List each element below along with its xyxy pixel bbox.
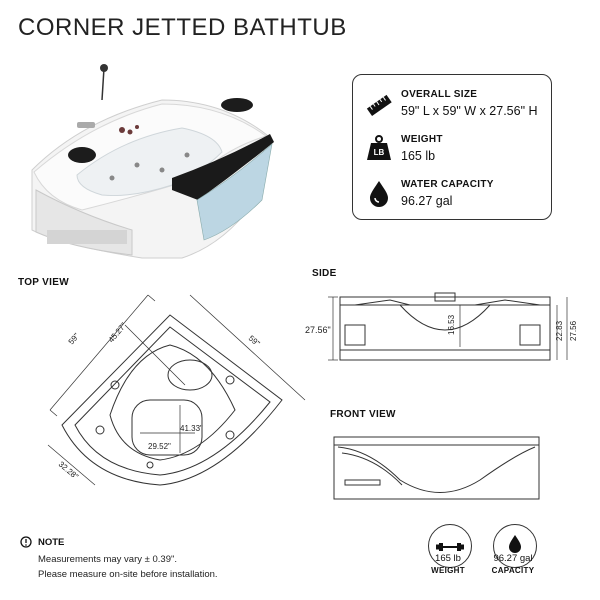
spec-weight-label: WEIGHT [401, 134, 443, 145]
side-view-drawing: 27.56" 16.53 22.83 27.56 [305, 292, 578, 361]
weight-icon: LB [367, 135, 391, 160]
spec-water-value: 96.27 gal [401, 194, 453, 208]
water-drop-icon [370, 181, 388, 207]
weight-icon-text: LB [374, 148, 385, 157]
spec-weight-row: LB WEIGHT 165 lb [353, 130, 551, 170]
spec-size-label: OVERALL SIZE [401, 89, 478, 100]
top-dim-diagonal: 45.27" [107, 321, 129, 344]
top-dim-corner: 32.28" [57, 460, 80, 482]
dumbbell-icon [436, 543, 464, 551]
note-title: NOTE [38, 537, 65, 548]
water-badge-value: 96.27 gal [493, 553, 533, 564]
front-view-label: FRONT VIEW [330, 409, 396, 420]
spec-water-label: WATER CAPACITY [401, 179, 494, 190]
side-dim-height: 27.56" [305, 325, 331, 335]
top-view-label: TOP VIEW [18, 277, 69, 288]
front-view-drawing [333, 436, 540, 500]
top-dim-left: 59" [67, 331, 82, 346]
ruler-icon [366, 94, 392, 116]
side-dim-right-outer: 27.56 [569, 320, 578, 341]
spec-size-value: 59" L x 59" W x 27.56" H [401, 104, 538, 118]
weight-badge [428, 524, 472, 568]
top-dim-inner-depth: 41.33" [180, 424, 203, 433]
note-line-2: Please measure on-site before installati… [38, 569, 218, 580]
top-view-drawing: 59" 45.27" 59" 41.33" 29.52" 32.28" [47, 294, 306, 486]
spec-water-row: WATER CAPACITY 96.27 gal [353, 175, 551, 215]
top-dim-inner-width: 29.52" [148, 442, 171, 451]
bathtub-photo [31, 64, 274, 259]
specs-card: OVERALL SIZE 59" L x 59" W x 27.56" H LB… [352, 74, 552, 220]
side-dim-inner: 16.53 [447, 314, 456, 335]
note-line-1: Measurements may vary ± 0.39". [38, 554, 177, 565]
water-badge-label: CAPACITY [491, 566, 535, 575]
water-badge [493, 524, 537, 568]
water-drop-icon [509, 535, 521, 553]
side-dim-right-inner: 22.83 [555, 320, 564, 341]
weight-badge-value: 165 lb [435, 553, 461, 564]
spec-weight-value: 165 lb [401, 149, 436, 163]
side-view-label: SIDE [312, 268, 337, 279]
top-dim-right: 59" [247, 334, 262, 349]
weight-badge-label: WEIGHT [431, 566, 465, 575]
info-icon [20, 536, 32, 548]
page-title: CORNER JETTED BATHTUB [18, 14, 347, 41]
spec-size-row: OVERALL SIZE 59" L x 59" W x 27.56" H [353, 85, 551, 125]
